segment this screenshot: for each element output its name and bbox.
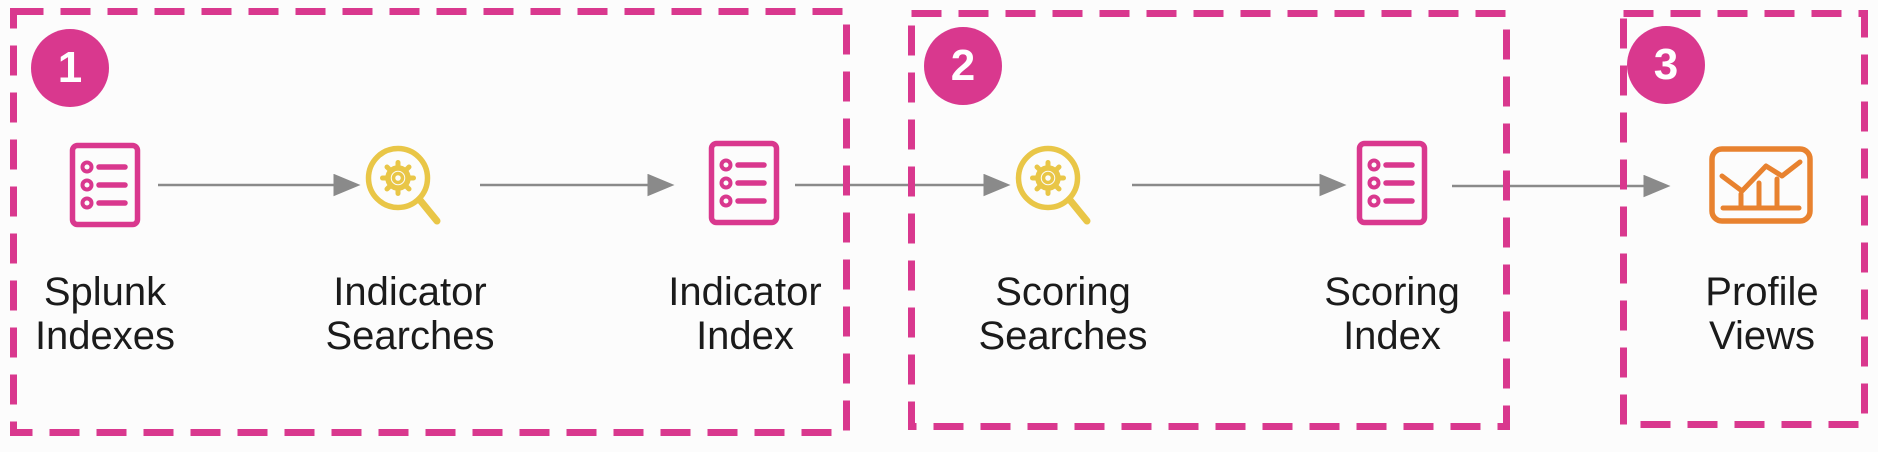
list-index-icon <box>1356 140 1428 226</box>
node-label-indicator-index: Indicator Index <box>668 270 822 358</box>
node-label-scoring-searches: Scoring Searches <box>978 270 1148 358</box>
list-index-icon <box>69 142 141 228</box>
gear-search-icon <box>1015 145 1091 225</box>
bar-line-chart-icon <box>1709 146 1813 224</box>
stage-2-badge: 2 <box>924 27 1002 105</box>
stage-1-badge: 1 <box>31 29 109 107</box>
node-label-profile-views: Profile Views <box>1705 270 1819 358</box>
list-index-icon <box>708 140 780 226</box>
gear-search-icon <box>365 145 441 225</box>
node-label-scoring-index: Scoring Index <box>1324 270 1460 358</box>
stage-3-badge: 3 <box>1627 26 1705 104</box>
node-label-splunk-indexes: Splunk Indexes <box>34 270 176 358</box>
node-label-indicator-searches: Indicator Searches <box>325 270 495 358</box>
